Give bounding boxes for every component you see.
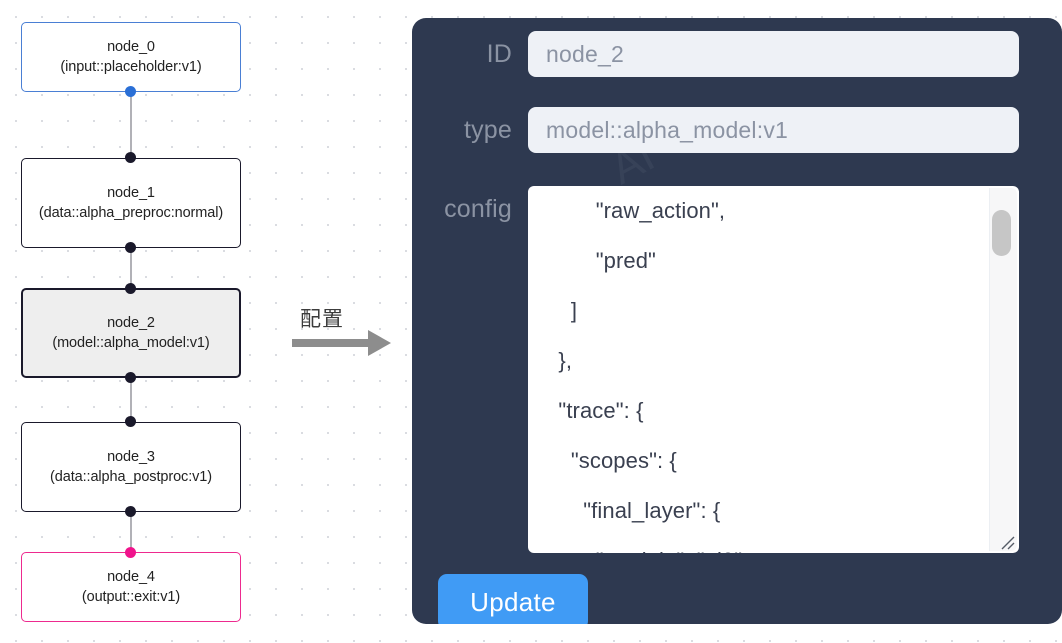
edge-node_2-node_3[interactable] [130, 378, 132, 426]
right-arrow-icon [292, 330, 391, 356]
graph-node-node_2[interactable]: node_2(model::alpha_model:v1) [21, 288, 241, 378]
node-handle-source-node_3[interactable] [125, 506, 136, 517]
node-handle-source-node_2[interactable] [125, 372, 136, 383]
type-input[interactable] [528, 107, 1019, 153]
flow-label: 配置 [300, 308, 344, 331]
graph-node-label: node_1(data::alpha_preproc:normal) [38, 185, 224, 221]
resize-grip-icon[interactable] [998, 533, 1016, 551]
config-field-label: config [444, 195, 512, 223]
field-row-type: type [412, 107, 1062, 153]
graph-node-label: node_3(data::alpha_postproc:v1) [50, 449, 212, 485]
node-handle-target-node_2[interactable] [125, 283, 136, 294]
edge-node_3-node_4[interactable] [130, 512, 132, 556]
update-button[interactable]: Update [438, 574, 588, 624]
node-handle-source-node_1[interactable] [125, 242, 136, 253]
type-field-label: type [463, 116, 512, 144]
graph-node-node_3[interactable]: node_3(data::alpha_postproc:v1) [21, 422, 241, 512]
graph-node-label: node_4(output::exit:v1) [81, 569, 181, 605]
graph-node-node_1[interactable]: node_1(data::alpha_preproc:normal) [21, 158, 241, 248]
graph-node-label: node_2(model::alpha_model:v1) [52, 315, 210, 351]
config-scrollbar-track[interactable] [989, 188, 1017, 551]
field-row-id: ID [412, 31, 1062, 77]
graph-node-node_4[interactable]: node_4(output::exit:v1) [21, 552, 241, 622]
id-field-label: ID [486, 40, 512, 68]
edge-node_1-node_2[interactable] [130, 248, 132, 292]
node-handle-target-node_3[interactable] [125, 416, 136, 427]
field-row-config: config "raw_action", "pred" ] }, "trace"… [412, 186, 1062, 553]
config-scrollbar-thumb[interactable] [992, 210, 1011, 256]
config-textarea[interactable]: "raw_action", "pred" ] }, "trace": { "sc… [528, 186, 1019, 553]
node-handle-target-node_1[interactable] [125, 152, 136, 163]
graph-node-node_0[interactable]: node_0(input::placeholder:v1) [21, 22, 241, 92]
config-textarea-wrapper: "raw_action", "pred" ] }, "trace": { "sc… [528, 186, 1019, 553]
node-handle-target-node_4[interactable] [125, 547, 136, 558]
node-handle-source-node_0[interactable] [125, 86, 136, 97]
node-config-panel: AI ID type config "raw_action", "pred" ]… [412, 18, 1062, 624]
id-input[interactable] [528, 31, 1019, 77]
edge-node_0-node_1[interactable] [130, 92, 132, 162]
graph-node-label: node_0(input::placeholder:v1) [60, 39, 202, 75]
